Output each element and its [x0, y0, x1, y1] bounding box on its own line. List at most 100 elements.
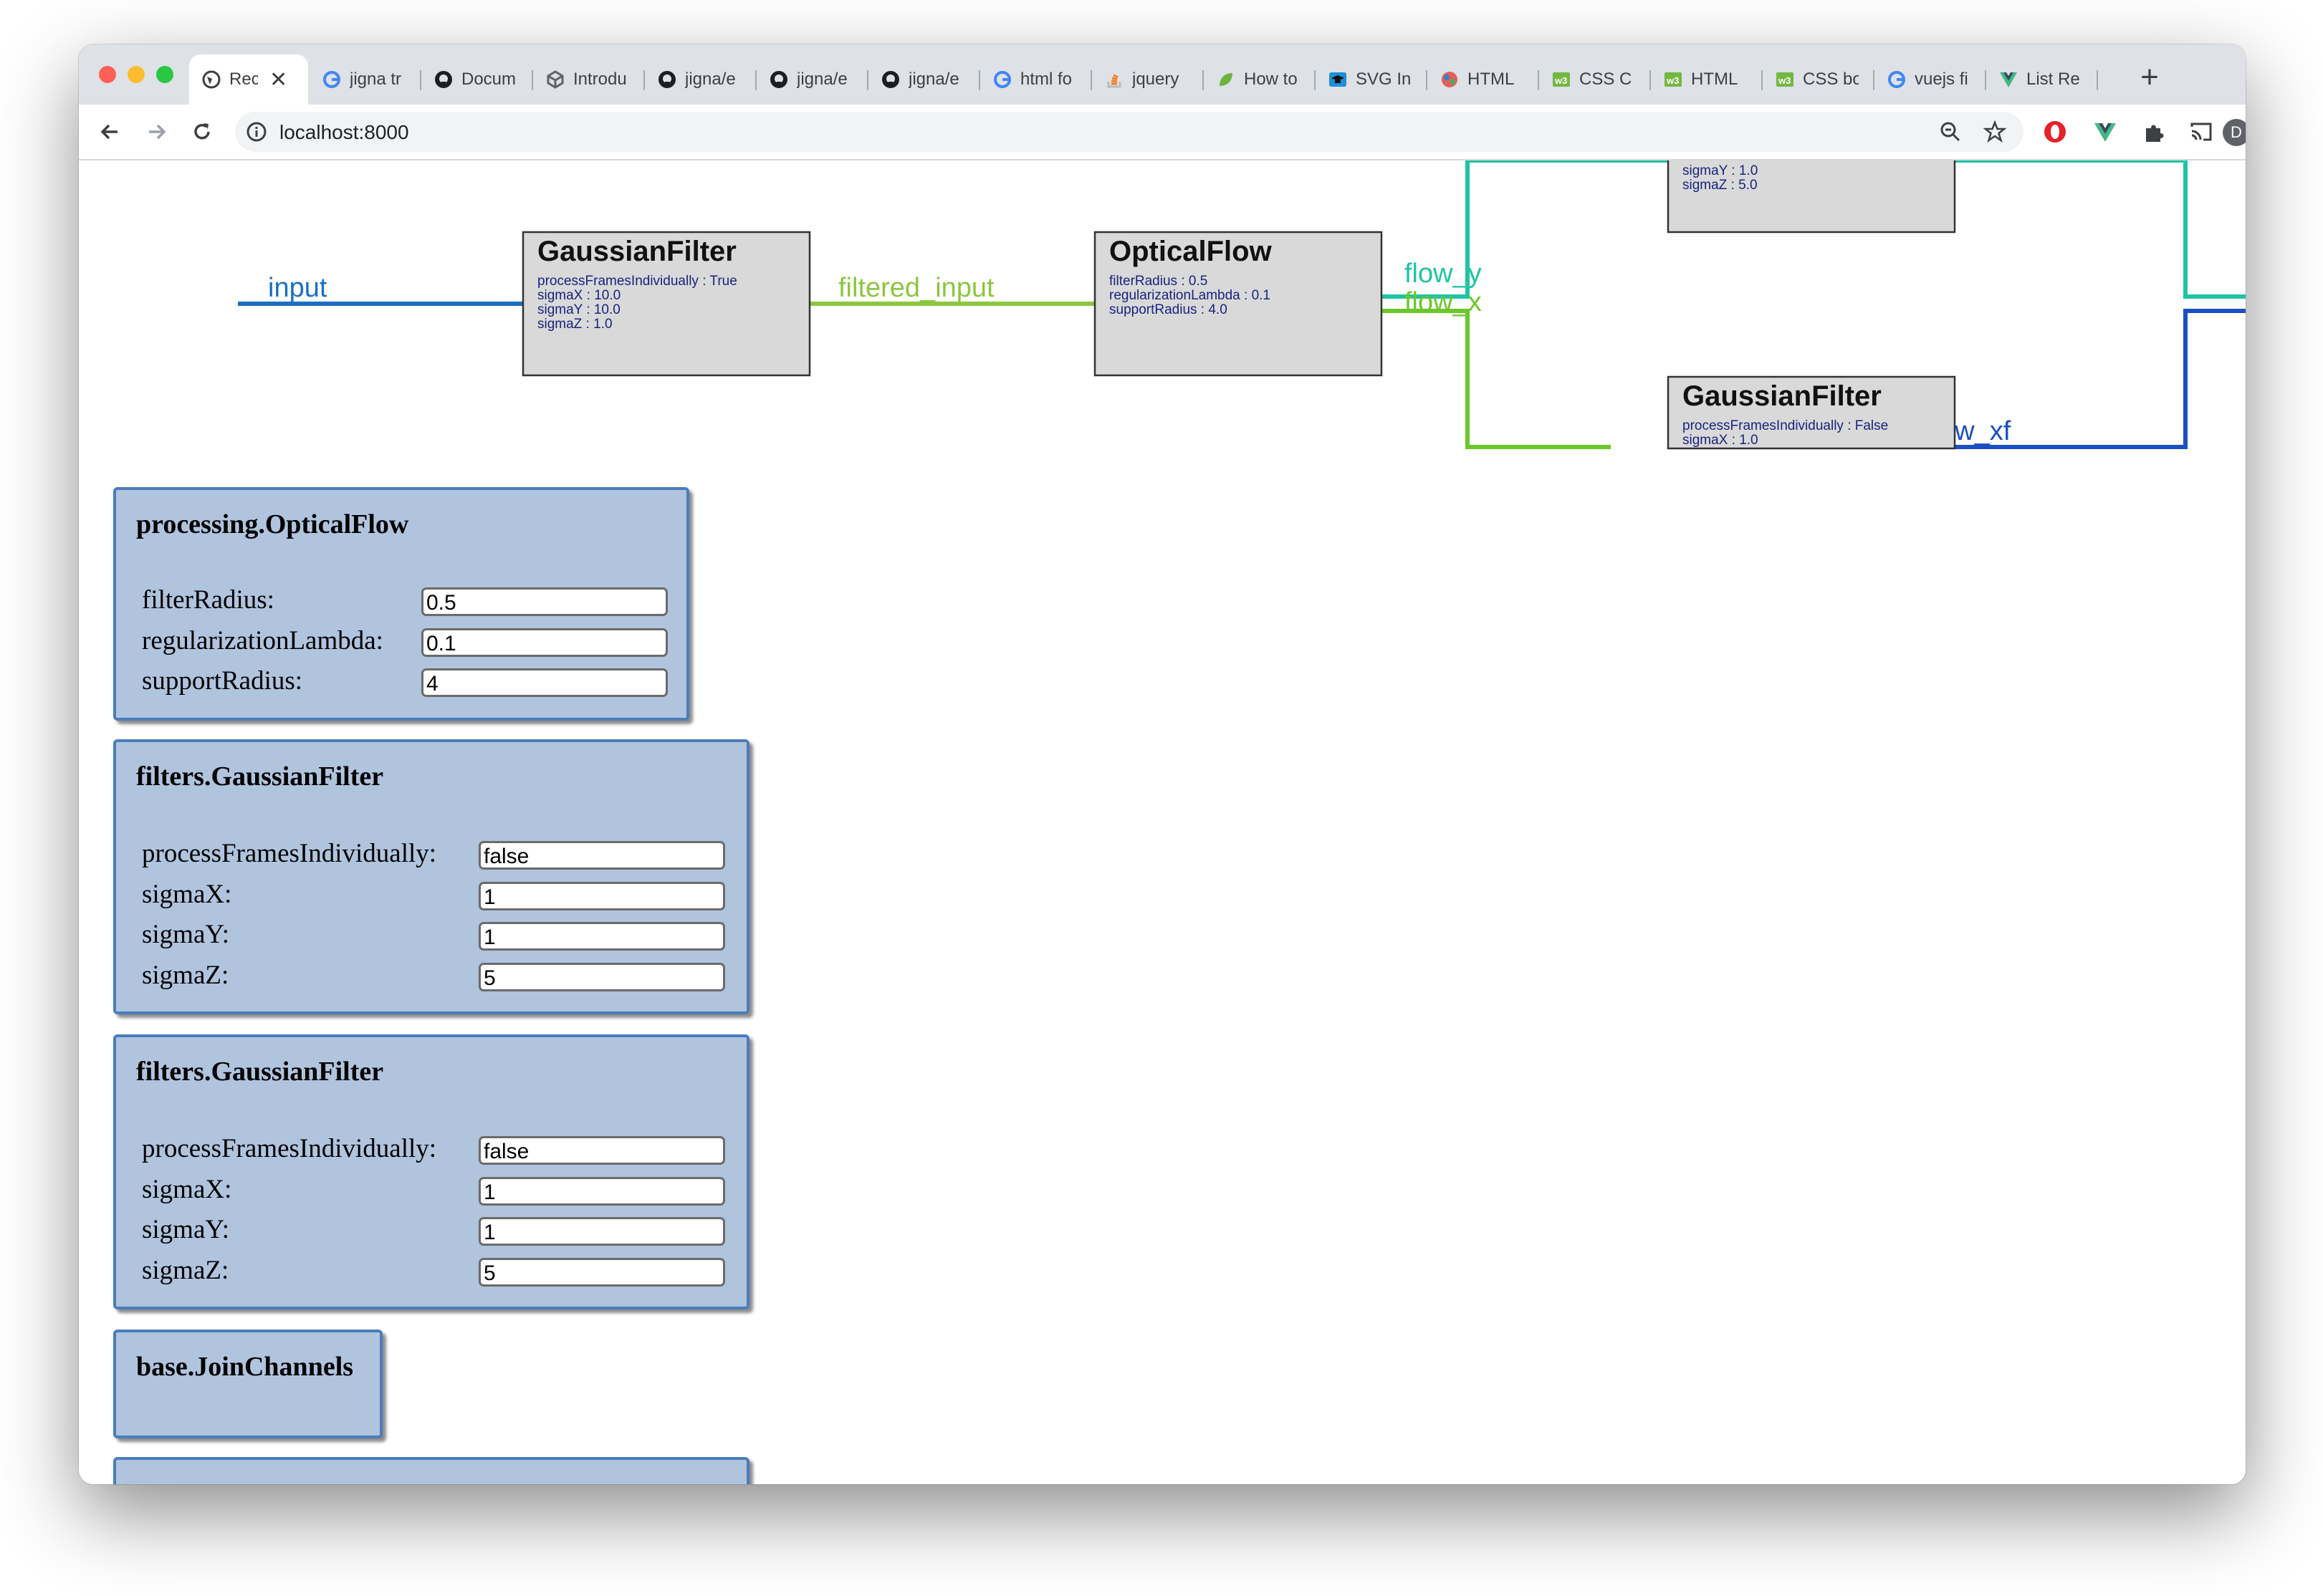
tab-13[interactable]: w3 HTML — [1651, 54, 1763, 105]
reload-button[interactable] — [185, 115, 219, 149]
vue-devtools-icon[interactable] — [2092, 119, 2118, 145]
tab-12[interactable]: w3 CSS C — [1539, 54, 1651, 105]
reload-icon — [194, 123, 210, 140]
node-box — [1667, 375, 1956, 450]
minimize-window-button[interactable] — [128, 66, 145, 83]
panel-join-channels: base.JoinChannels — [113, 1330, 383, 1438]
zoom-icon[interactable] — [1939, 120, 1962, 143]
panel-optical-flow: processing.OpticalFlow filterRadius: 0.5… — [113, 487, 689, 721]
edge-flow-y — [1381, 160, 2246, 299]
field-row: processFramesIndividually: — [142, 835, 436, 871]
edge-label: filtered_input — [838, 273, 995, 303]
arrow-right-icon — [149, 124, 166, 140]
tab-1[interactable]: jigna tr — [310, 54, 421, 105]
w3-icon: w3 — [1776, 70, 1794, 89]
field-row: sigmaY: — [142, 916, 229, 952]
node-box — [1667, 160, 1956, 234]
support-radius-input[interactable]: 4 — [421, 668, 668, 697]
svg-text:w3: w3 — [1554, 75, 1567, 86]
filter-radius-input[interactable]: 0.5 — [421, 587, 668, 616]
tab-14[interactable]: w3 CSS bo — [1763, 54, 1874, 105]
process-frames-input[interactable]: false — [479, 1136, 725, 1165]
tab-10[interactable]: SVG In — [1316, 54, 1427, 105]
w3-icon: w3 — [1552, 70, 1571, 89]
opera-extension-icon[interactable] — [2042, 119, 2068, 145]
field-label: sigmaZ: — [142, 1255, 229, 1285]
tab-3[interactable]: Introdu — [533, 54, 645, 105]
tab-7[interactable]: html fo — [980, 54, 1092, 105]
google-icon — [322, 70, 341, 89]
tab-11[interactable]: HTML — [1427, 54, 1539, 105]
profile-avatar[interactable]: D — [2223, 119, 2246, 146]
tab-title: jquery — [1132, 69, 1179, 89]
field-label: filterRadius: — [142, 585, 274, 615]
field-label: processFramesIndividually: — [142, 838, 437, 868]
leaf-icon — [1217, 70, 1235, 89]
arrow-left-icon — [100, 124, 118, 140]
tab-6[interactable]: jigna/e — [868, 54, 980, 105]
tab-strip: Rec ✕ jigna tr Docum Introdu jigna/e jig… — [79, 44, 2246, 105]
node-title: GaussianFilter — [1682, 380, 1882, 412]
panel-title: filters.GaussianFilter — [136, 761, 384, 792]
sigma-z-input[interactable]: 5 — [479, 963, 725, 991]
info-icon — [246, 122, 267, 142]
sigma-y-input[interactable]: 1 — [479, 922, 725, 951]
node-param: supportRadius : 4.0 — [1109, 302, 1227, 317]
tab-9[interactable]: How to — [1204, 54, 1316, 105]
close-tab-icon[interactable]: ✕ — [269, 67, 288, 92]
zoom-window-button[interactable] — [156, 66, 173, 83]
edge-flow-x — [1381, 309, 1611, 449]
tab-title: Introdu — [573, 69, 627, 89]
html-globe-icon — [1440, 70, 1459, 89]
sigma-y-input[interactable]: 1 — [479, 1217, 725, 1246]
address-bar[interactable]: localhost:8000 — [235, 112, 2023, 152]
field-label: sigmaX: — [142, 1174, 232, 1204]
field-label: processFramesIndividually: — [142, 1133, 437, 1163]
regularization-lambda-input[interactable]: 0.1 — [421, 628, 668, 657]
tab-title: jigna/e — [909, 69, 959, 89]
tab-title: Rec — [229, 69, 258, 89]
tab-0[interactable]: Rec ✕ — [189, 54, 308, 105]
field-row: supportRadius: — [142, 663, 302, 698]
sigma-z-input[interactable]: 5 — [479, 1258, 725, 1287]
github-icon — [770, 70, 788, 89]
tab-2[interactable]: Docum — [421, 54, 533, 105]
sigma-x-input[interactable]: 1 — [479, 1177, 725, 1206]
tab-8[interactable]: jquery — [1092, 54, 1204, 105]
puzzle-extensions-icon[interactable] — [2141, 119, 2167, 145]
tab-4[interactable]: jigna/e — [645, 54, 757, 105]
field-label: sigmaX: — [142, 879, 232, 909]
close-window-button[interactable] — [99, 66, 116, 83]
github-icon — [881, 70, 900, 89]
tab-title: vuejs fi — [1915, 69, 1968, 89]
node-param: regularizationLambda : 0.1 — [1109, 288, 1270, 303]
tab-title: Docum — [461, 69, 517, 89]
node-param: sigmaX : 1.0 — [1682, 433, 1758, 448]
svg-text:w3: w3 — [1778, 75, 1791, 86]
edge-label: flow_x — [1404, 287, 1482, 317]
tab-title: jigna/e — [685, 69, 736, 89]
cast-icon[interactable] — [2188, 119, 2214, 145]
field-row: processFramesIndividually: — [142, 1130, 436, 1166]
tab-5[interactable]: jigna/e — [757, 54, 868, 105]
process-frames-input[interactable]: false — [479, 841, 725, 870]
node-title: GaussianFilter — [537, 236, 737, 267]
bookmark-star-icon[interactable] — [1983, 120, 2006, 143]
node-param: sigmaZ : 1.0 — [537, 317, 613, 332]
tab-title: HTML — [1691, 69, 1738, 89]
panel-gaussian-filter-2: filters.GaussianFilter processFramesIndi… — [113, 1034, 749, 1309]
tab-title: html fo — [1020, 69, 1073, 89]
field-label: regularizationLambda: — [142, 625, 383, 655]
panel-gaussian-filter-1: filters.GaussianFilter processFramesIndi… — [113, 739, 749, 1014]
tab-title: CSS bo — [1803, 69, 1859, 89]
forward-button[interactable] — [139, 115, 173, 149]
field-row: filterRadius: — [142, 582, 274, 617]
field-row: sigmaZ: — [142, 1252, 229, 1288]
new-tab-button[interactable]: + — [2140, 59, 2159, 95]
tab-15[interactable]: vuejs fi — [1874, 54, 1986, 105]
tab-16[interactable]: List Re — [1986, 54, 2098, 105]
back-button[interactable] — [93, 115, 128, 149]
sigma-x-input[interactable]: 1 — [479, 882, 725, 910]
